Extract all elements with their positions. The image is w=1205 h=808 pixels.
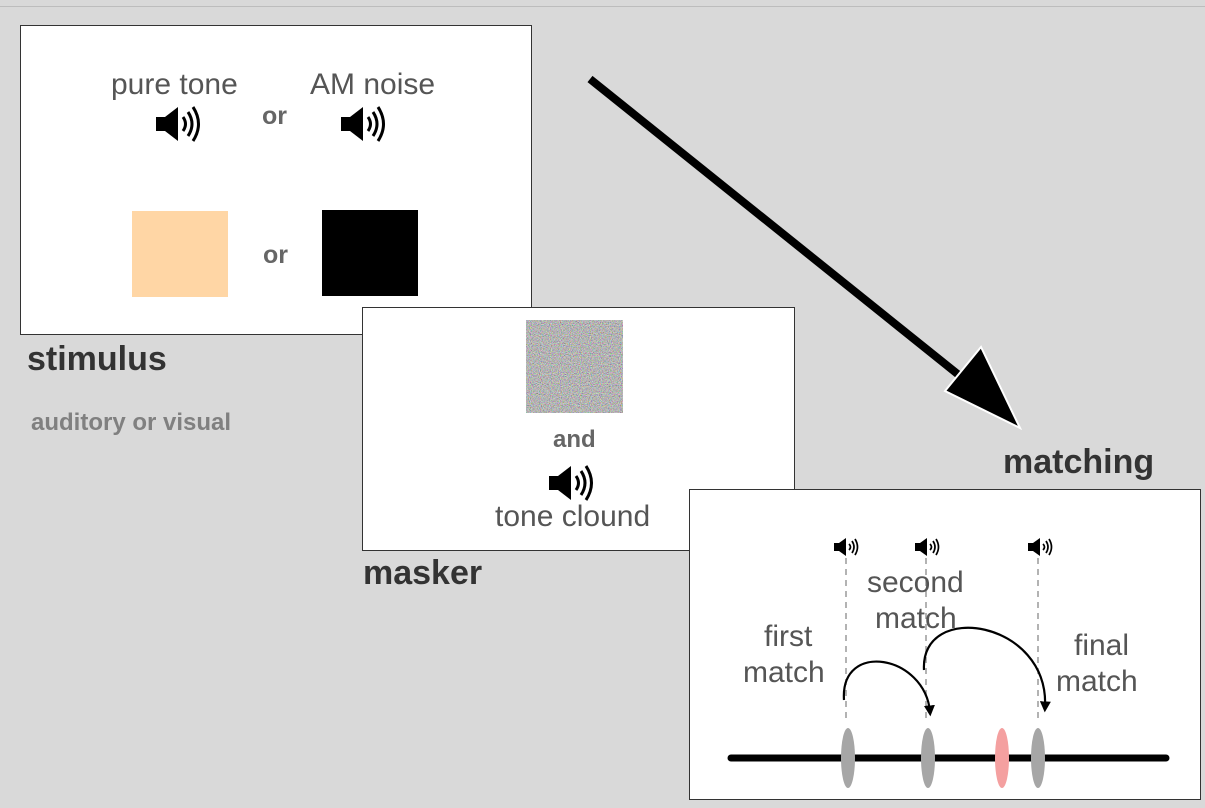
pure-tone-label: pure tone — [111, 68, 238, 101]
match-marker-second — [921, 728, 935, 788]
match-marker-final — [1031, 728, 1045, 788]
speaker-icon — [1028, 538, 1053, 556]
final-match-label-line1: final — [1074, 629, 1130, 662]
or-visual-label: or — [263, 241, 288, 269]
peach-square — [132, 211, 228, 297]
speaker-icon — [341, 106, 385, 142]
top-border — [0, 6, 1205, 7]
second-match-label-line2: match — [875, 602, 957, 635]
final-match-label-line2: match — [1056, 665, 1138, 698]
target-marker — [995, 728, 1009, 788]
or-audio-label: or — [262, 102, 287, 130]
speaker-icon — [834, 538, 859, 556]
masker-label: masker — [363, 554, 483, 592]
stimulus-label: stimulus — [27, 340, 167, 378]
match-marker-first — [841, 728, 855, 788]
and-label: and — [553, 426, 596, 453]
matching-timeline — [727, 538, 1170, 788]
black-square — [322, 210, 418, 296]
matching-panel: first match second match final match — [689, 489, 1201, 800]
tone-cloud-label: tone clound — [495, 500, 651, 533]
stimulus-panel: pure tone or AM noise or — [20, 25, 532, 335]
second-match-label-line1: second — [867, 566, 964, 599]
noise-patch — [526, 320, 623, 413]
masker-panel: and tone clound — [362, 307, 795, 551]
first-to-second-arrow — [842, 660, 935, 717]
speaker-icon — [156, 106, 200, 142]
matching-label: matching — [1003, 443, 1155, 481]
first-match-label-line2: match — [743, 656, 825, 689]
speaker-icon — [915, 538, 940, 556]
speaker-icon — [549, 465, 593, 501]
second-to-final-arrow — [922, 626, 1051, 713]
first-match-label-line1: first — [764, 620, 813, 653]
stimulus-sublabel: auditory or visual — [31, 409, 232, 436]
am-noise-label: AM noise — [310, 68, 436, 101]
